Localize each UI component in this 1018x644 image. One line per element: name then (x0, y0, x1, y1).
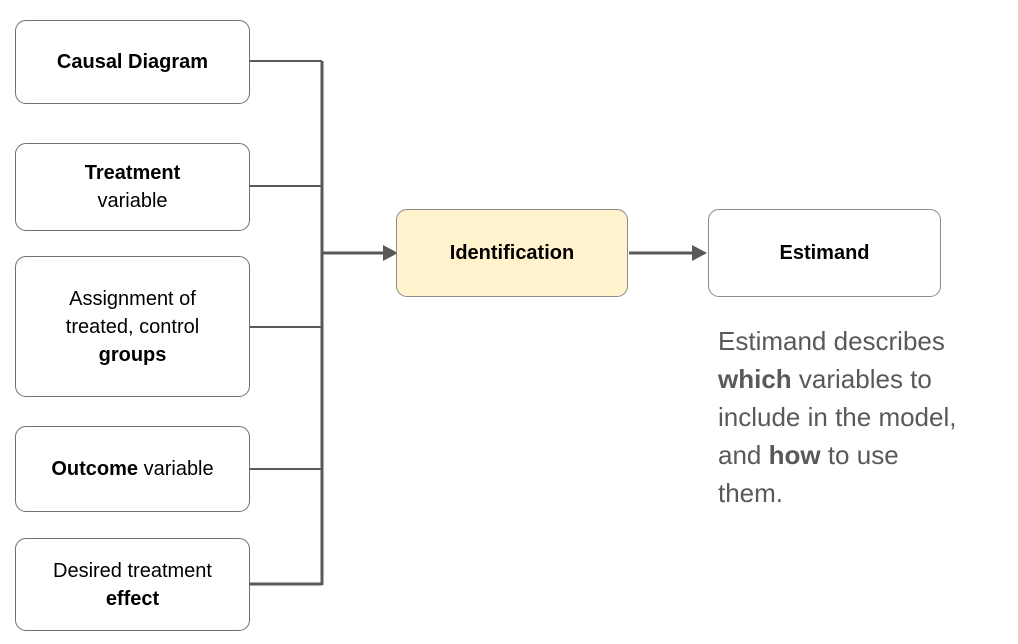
desired-effect-label-line1: Desired treatment (53, 559, 212, 582)
treatment-label-rest: variable (97, 190, 168, 212)
caption-line-5: them. (718, 478, 784, 508)
identification-label: Identification (449, 242, 575, 264)
output-box-estimand: Estimand (708, 209, 941, 297)
caption-line-1: Estimand describes (718, 326, 945, 356)
desired-effect-label-bold: effect (105, 587, 160, 610)
estimand-label: Estimand (779, 242, 870, 264)
input-box-causal-diagram: Causal Diagram (15, 20, 250, 104)
arrow-to-identification-head (383, 245, 398, 261)
caption-line-4: and how to use (718, 440, 899, 470)
outcome-label-rest: variable (138, 458, 214, 480)
input-box-outcome-variable: Outcome variable (15, 426, 250, 512)
estimand-description-text: Estimand describes which variables to in… (718, 322, 956, 512)
process-box-identification: Identification (396, 209, 628, 297)
treatment-label-bold: Treatment (84, 162, 181, 184)
outcome-label: Outcome variable (51, 455, 213, 483)
assignment-label-line1: Assignment of (69, 287, 196, 310)
caption-line-2: which variables to (718, 364, 932, 394)
input-box-treatment-variable: Treatment variable (15, 143, 250, 231)
assignment-label-bold: groups (98, 343, 167, 366)
arrow-to-estimand-head (692, 245, 707, 261)
input-box-assignment-groups: Assignment of treated, control groups (15, 256, 250, 397)
input-box-desired-treatment-effect: Desired treatment effect (15, 538, 250, 631)
assignment-label-line2: treated, control (65, 315, 200, 338)
causal-diagram-label: Causal Diagram (56, 51, 209, 73)
caption-line-3: include in the model, (718, 402, 957, 432)
outcome-label-bold: Outcome (51, 458, 139, 480)
